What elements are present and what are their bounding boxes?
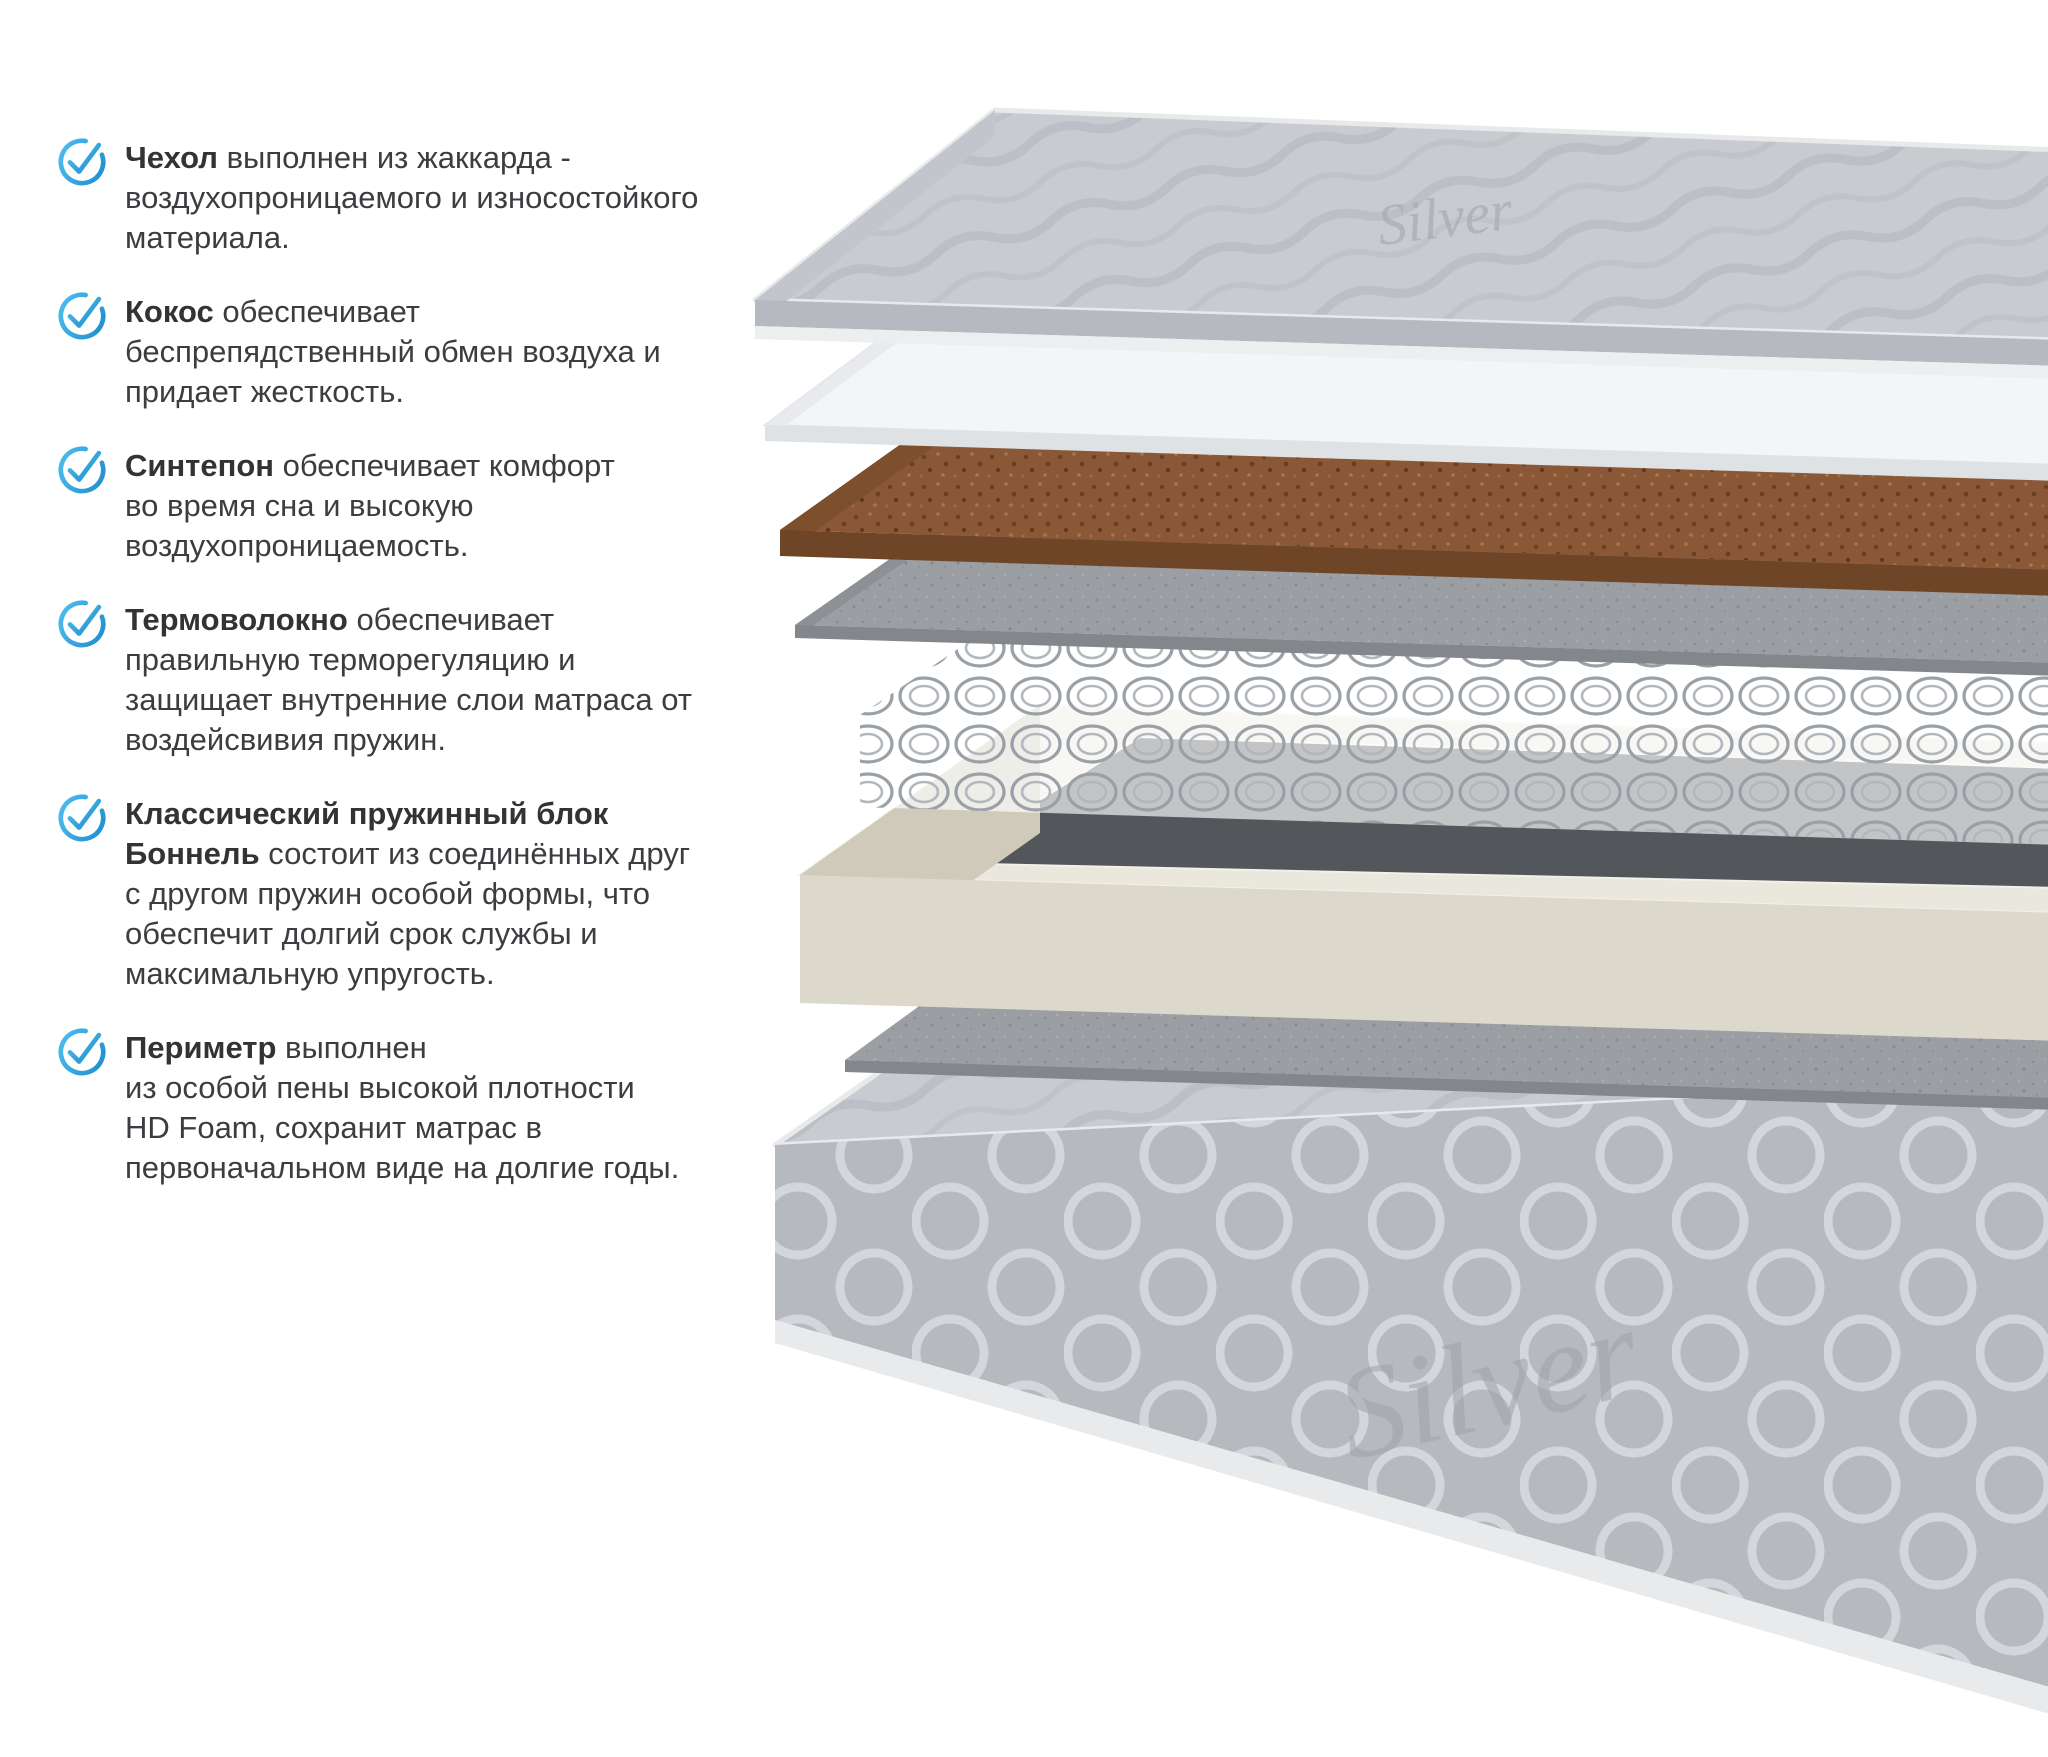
feature-description: состоит из соединённых друг с другом пру… <box>125 836 691 991</box>
check-icon <box>58 1028 106 1076</box>
feature-text: Чехол выполнен из жаккарда - воздухопрон… <box>125 138 735 258</box>
feature-list: Чехол выполнен из жаккарда - воздухопрон… <box>55 138 745 1188</box>
cover-top-face <box>752 107 2048 343</box>
felt2-front-face <box>845 1060 2048 1110</box>
coir-front-face <box>780 530 2048 596</box>
feature-item-coconut: Кокос обеспечивает беспрепядственный обм… <box>55 292 745 412</box>
base-front-face <box>775 1080 2048 1687</box>
feature-description: выполнен из жаккарда - воздухопроницаемо… <box>125 140 699 255</box>
frame-front-face <box>800 875 2048 1041</box>
feature-item-perimeter: Периметр выполнен из особой пены высокой… <box>55 1028 745 1188</box>
feature-item-bonnell: Классический пружинный блок Боннель сост… <box>55 794 745 994</box>
feature-text: Классический пружинный блок Боннель сост… <box>125 794 735 994</box>
feature-term: Периметр <box>125 1030 277 1065</box>
base-bottom-band <box>775 1320 2048 1714</box>
feature-text: Кокос обеспечивает беспрепядственный обм… <box>125 292 735 412</box>
sintepon-front-face <box>765 425 2048 481</box>
feature-description: обеспечивает правильную терморегуляцию и… <box>125 602 692 757</box>
feature-description: обеспечивает беспрепядственный обмен воз… <box>125 294 661 409</box>
feature-term: Чехол <box>125 140 218 175</box>
feature-text: Термоволокно обеспечивает правильную тер… <box>125 600 735 760</box>
cover-front-face <box>755 300 2048 366</box>
feature-description: обеспечивает комфорт во время сна и высо… <box>125 448 615 563</box>
feature-term: Классический пружинный блок Боннель <box>125 796 609 871</box>
feature-term: Синтепон <box>125 448 274 483</box>
felt-front-face <box>795 625 2048 676</box>
check-icon <box>58 794 106 842</box>
check-icon <box>58 292 106 340</box>
cover-left-face <box>755 110 995 326</box>
feature-term: Термоволокно <box>125 602 348 637</box>
check-icon <box>58 600 106 648</box>
feature-item-thermofiber: Термоволокно обеспечивает правильную тер… <box>55 600 745 760</box>
spring-front-face <box>860 715 2048 845</box>
feature-item-cover: Чехол выполнен из жаккарда - воздухопрон… <box>55 138 745 258</box>
cover-underside-lip <box>755 326 2048 379</box>
feature-description: выполнен из особой пены высокой плотност… <box>125 1030 680 1185</box>
jacquard-cover-layer: Silver <box>752 107 2048 379</box>
feature-text: Периметр выполнен из особой пены высокой… <box>125 1028 735 1188</box>
feature-term: Кокос <box>125 294 214 329</box>
feature-item-sintepon: Синтепон обеспечивает комфорт во время с… <box>55 446 745 566</box>
feature-text: Синтепон обеспечивает комфорт во время с… <box>125 446 735 566</box>
check-icon <box>58 138 106 186</box>
check-icon <box>58 446 106 494</box>
